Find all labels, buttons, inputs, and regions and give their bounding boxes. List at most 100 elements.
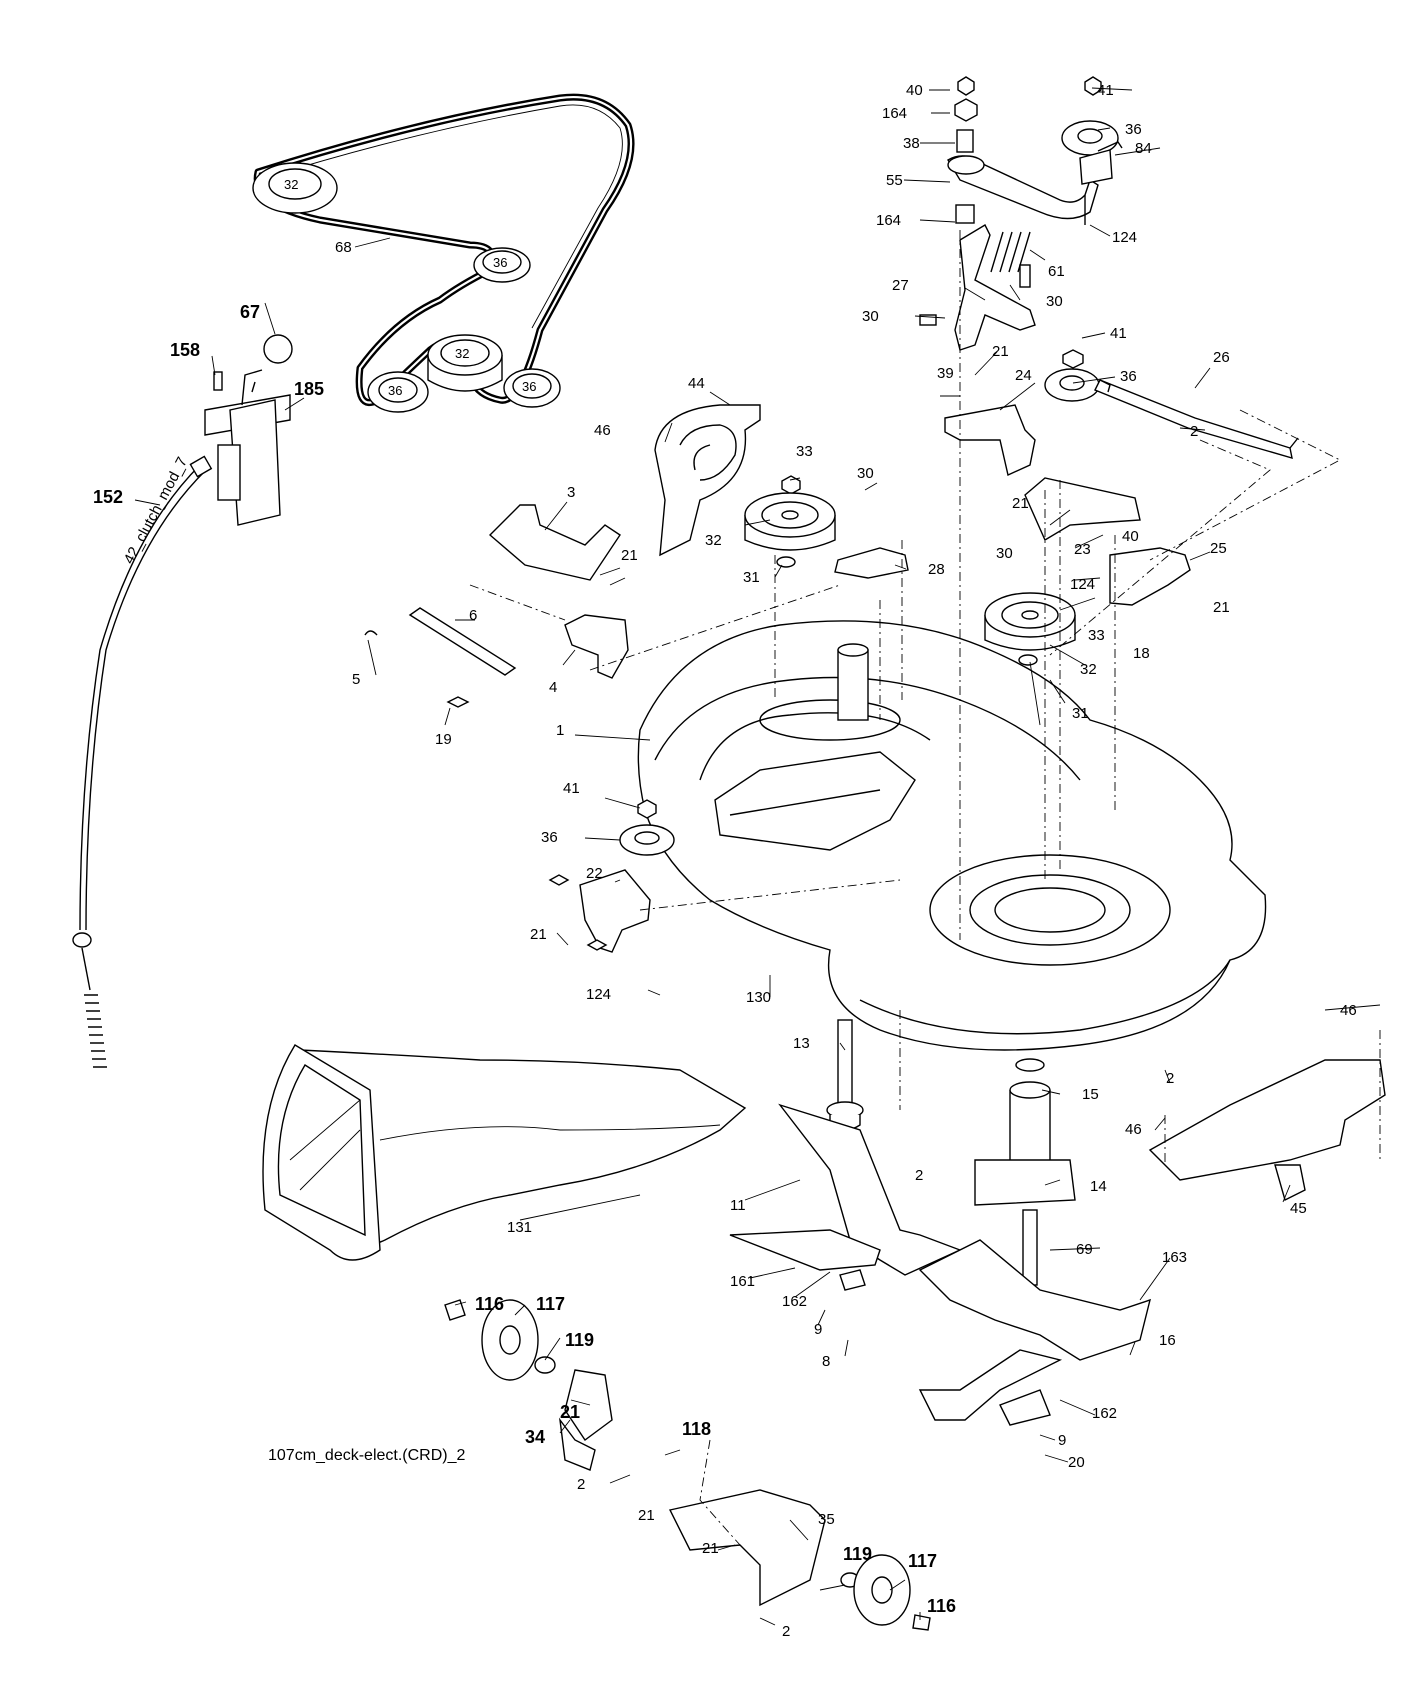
callout-23: 23 bbox=[1074, 541, 1091, 558]
callout-20: 20 bbox=[1068, 1454, 1085, 1471]
callout-69: 69 bbox=[1076, 1241, 1093, 1258]
callout-24: 24 bbox=[1015, 367, 1032, 384]
callout-21: 21 bbox=[702, 1540, 719, 1557]
callout-3: 3 bbox=[567, 484, 575, 501]
callout-68: 68 bbox=[335, 239, 352, 256]
callout-41: 41 bbox=[1097, 82, 1114, 99]
callout-21: 21 bbox=[992, 343, 1009, 360]
callout-116: 116 bbox=[475, 1294, 504, 1314]
callout-34: 34 bbox=[525, 1427, 545, 1447]
callout-124: 124 bbox=[586, 986, 611, 1003]
callout-117: 117 bbox=[908, 1551, 937, 1571]
callout-2: 2 bbox=[782, 1623, 790, 1640]
callout-32: 32 bbox=[705, 532, 722, 549]
callout-21: 21 bbox=[621, 547, 638, 564]
callout-21: 21 bbox=[560, 1402, 580, 1422]
callout-1: 1 bbox=[556, 722, 564, 739]
belt-pulley-36-mid: 36 bbox=[473, 247, 531, 283]
knob-67 bbox=[263, 334, 293, 364]
callout-2: 2 bbox=[1190, 423, 1198, 440]
callout-30: 30 bbox=[857, 465, 874, 482]
callout-6: 6 bbox=[469, 607, 477, 624]
callout-8: 8 bbox=[822, 1353, 830, 1370]
callout-2: 2 bbox=[915, 1167, 923, 1184]
callout-46: 46 bbox=[1340, 1002, 1357, 1019]
callout-4: 4 bbox=[549, 679, 557, 696]
callout-11: 11 bbox=[730, 1197, 746, 1214]
belt-pulley-32-top: 32 bbox=[252, 162, 338, 214]
pulley-label: 32 bbox=[284, 177, 298, 192]
callout-36: 36 bbox=[1125, 121, 1142, 138]
callout-26: 26 bbox=[1213, 349, 1230, 366]
callout-46: 46 bbox=[594, 422, 611, 439]
callout-labels: 40 41 164 36 38 84 55 164 124 61 27 30 3… bbox=[93, 82, 1357, 1640]
callout-18: 18 bbox=[1133, 645, 1150, 662]
callout-38: 38 bbox=[903, 135, 920, 152]
callout-117: 117 bbox=[536, 1294, 565, 1314]
callout-163: 163 bbox=[1162, 1249, 1187, 1266]
callout-67: 67 bbox=[240, 302, 260, 322]
callout-2: 2 bbox=[577, 1476, 585, 1493]
callout-35: 35 bbox=[818, 1511, 835, 1528]
callout-2: 2 bbox=[1166, 1070, 1174, 1087]
callout-164: 164 bbox=[882, 105, 907, 122]
spindle-and-blades bbox=[729, 1019, 1151, 1426]
center-pulleys bbox=[744, 475, 1076, 666]
assembly-lines bbox=[469, 230, 1381, 1546]
callout-40: 40 bbox=[906, 82, 923, 99]
callout-158: 158 bbox=[170, 340, 200, 360]
callout-36: 36 bbox=[541, 829, 558, 846]
callout-61: 61 bbox=[1048, 263, 1065, 280]
callout-116: 116 bbox=[927, 1596, 956, 1616]
callout-33: 33 bbox=[1088, 627, 1105, 644]
callout-31: 31 bbox=[1072, 705, 1089, 722]
callout-31: 31 bbox=[743, 569, 760, 586]
callout-44: 44 bbox=[688, 375, 705, 392]
callout-22: 22 bbox=[586, 865, 603, 882]
callout-46: 46 bbox=[1125, 1121, 1142, 1138]
callout-30: 30 bbox=[996, 545, 1013, 562]
discharge-chute bbox=[262, 1044, 747, 1261]
callout-84: 84 bbox=[1135, 140, 1152, 157]
callout-41: 41 bbox=[563, 780, 580, 797]
clutch-cable-assembly: 42_clutch_mod_7 bbox=[72, 334, 293, 1068]
callout-41: 41 bbox=[1110, 325, 1127, 342]
belt-pulley-36-right: 36 bbox=[503, 368, 561, 408]
belt-routing-diagram: 32 36 32 36 36 bbox=[252, 93, 635, 413]
callout-leaders bbox=[134, 87, 1381, 1626]
callout-161: 161 bbox=[730, 1273, 755, 1290]
callout-119: 119 bbox=[565, 1330, 594, 1350]
callout-130: 130 bbox=[746, 989, 771, 1006]
side-shield bbox=[1148, 1059, 1386, 1202]
idler-arm-assembly bbox=[919, 76, 1299, 616]
callout-119: 119 bbox=[843, 1544, 872, 1564]
belt-pulley-32-bottom: 32 bbox=[427, 334, 503, 392]
callout-124: 124 bbox=[1070, 576, 1095, 593]
callout-5: 5 bbox=[352, 671, 360, 688]
callout-45: 45 bbox=[1290, 1200, 1307, 1217]
callout-13: 13 bbox=[793, 1035, 810, 1052]
callout-21: 21 bbox=[530, 926, 547, 943]
callout-15: 15 bbox=[1082, 1086, 1099, 1103]
callout-36: 36 bbox=[1120, 368, 1137, 385]
pulley-label: 36 bbox=[493, 255, 507, 270]
mower-deck bbox=[637, 620, 1267, 1051]
callout-124: 124 bbox=[1112, 229, 1137, 246]
callout-21: 21 bbox=[1012, 495, 1029, 512]
callout-40: 40 bbox=[1122, 528, 1139, 545]
callout-162: 162 bbox=[782, 1293, 807, 1310]
callout-185: 185 bbox=[294, 379, 324, 399]
callout-164: 164 bbox=[876, 212, 901, 229]
callout-162: 162 bbox=[1092, 1405, 1117, 1422]
callout-9: 9 bbox=[1058, 1432, 1066, 1449]
callout-39: 39 bbox=[937, 365, 954, 382]
callout-19: 19 bbox=[435, 731, 452, 748]
callout-33: 33 bbox=[796, 443, 813, 460]
left-idler-assembly bbox=[548, 799, 675, 953]
gauge-wheels bbox=[444, 1299, 931, 1631]
pulley-label: 36 bbox=[522, 379, 536, 394]
drawing-code: 107cm_deck-elect.(CRD)_2 bbox=[268, 1447, 466, 1464]
callout-25: 25 bbox=[1210, 540, 1227, 557]
belt-pulley-36-left: 36 bbox=[367, 371, 429, 413]
